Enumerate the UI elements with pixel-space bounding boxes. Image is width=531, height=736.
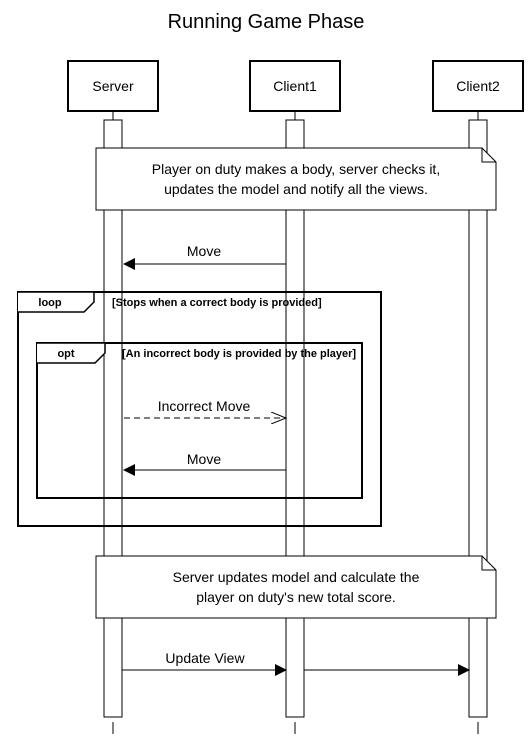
note-bottom-line1: Server updates model and calculate the <box>173 569 420 585</box>
frame-opt-operator: opt <box>57 348 74 360</box>
message-move-1: Move <box>123 243 286 270</box>
note-bottom: Server updates model and calculate the p… <box>95 555 497 619</box>
frame-loop-operator: loop <box>38 297 61 309</box>
participant-client2-label: Client2 <box>456 78 500 94</box>
frame-loop-tag-box <box>18 291 95 313</box>
frame-loop: loop [Stops when a correct body is provi… <box>17 291 382 527</box>
frame-opt: opt [An incorrect body is provided by th… <box>36 342 363 499</box>
message-move-2-label: Move <box>187 451 221 467</box>
note-top: Player on duty makes a body, server chec… <box>95 147 497 211</box>
note-bottom-line2: player on duty's new total score. <box>196 589 396 605</box>
participant-server-label: Server <box>92 78 134 94</box>
message-move-1-label: Move <box>187 243 221 259</box>
note-top-line1: Player on duty makes a body, server chec… <box>152 161 440 177</box>
message-update-view-label: Update View <box>165 650 245 666</box>
frame-loop-border <box>17 291 382 527</box>
participant-client2[interactable]: Client2 <box>432 60 524 112</box>
participant-client1[interactable]: Client1 <box>249 60 341 112</box>
frame-opt-border <box>36 342 363 499</box>
participant-client1-label: Client1 <box>273 78 317 94</box>
diagram-title: Running Game Phase <box>168 11 365 33</box>
frame-loop-guard: [Stops when a correct body is provided] <box>112 297 322 309</box>
message-incorrect-move-label: Incorrect Move <box>158 398 251 414</box>
message-update-view: Update View <box>122 650 470 676</box>
note-top-line2: updates the model and notify all the vie… <box>164 181 428 197</box>
message-move-2: Move <box>123 451 286 476</box>
message-incorrect-move: Incorrect Move <box>124 398 286 418</box>
frame-opt-guard: [An incorrect body is provided by the pl… <box>122 348 356 360</box>
frame-opt-tag-box <box>37 342 106 364</box>
participant-server[interactable]: Server <box>67 60 159 112</box>
